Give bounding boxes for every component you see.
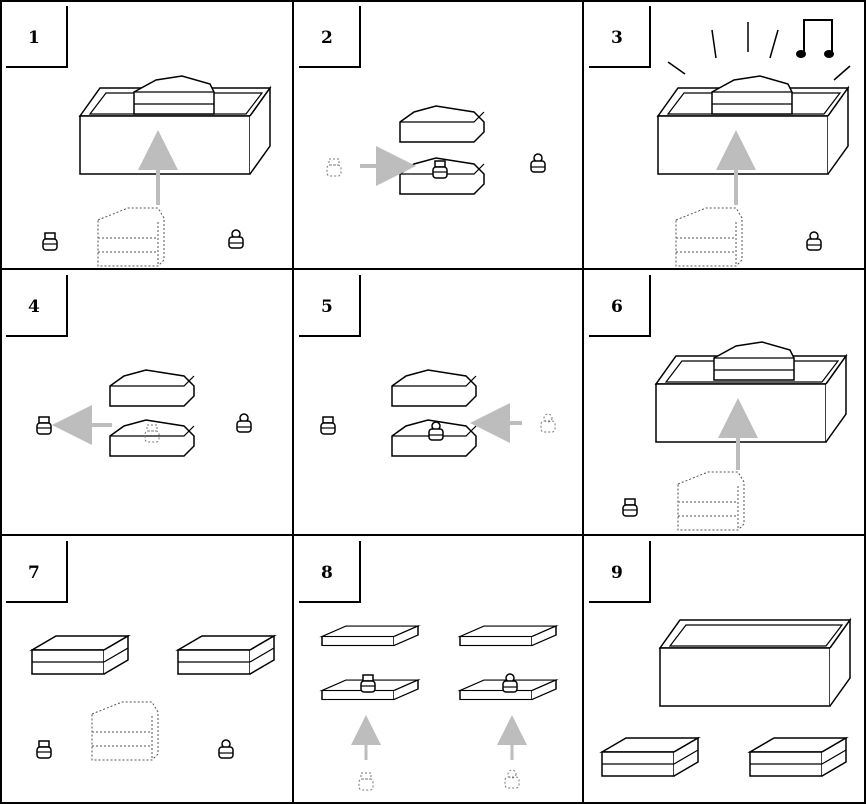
step-number: 1 bbox=[28, 28, 40, 48]
step-number-box: 1 bbox=[6, 6, 68, 68]
step-number-box: 3 bbox=[589, 6, 651, 68]
step-number-box: 2 bbox=[299, 6, 361, 68]
step-number-box: 6 bbox=[589, 275, 651, 337]
step-number: 9 bbox=[611, 563, 623, 583]
step-number: 4 bbox=[28, 297, 40, 317]
step-number: 8 bbox=[321, 563, 333, 583]
step-number-box: 9 bbox=[589, 541, 651, 603]
step-number: 2 bbox=[321, 28, 333, 48]
step-number-box: 7 bbox=[6, 541, 68, 603]
panel-5: 5 bbox=[293, 269, 583, 535]
panel-1: 1 bbox=[0, 0, 293, 269]
step-number: 5 bbox=[321, 297, 333, 317]
panel-6: 6 bbox=[583, 269, 866, 535]
step-number: 6 bbox=[611, 297, 623, 317]
step-number-box: 4 bbox=[6, 275, 68, 337]
panel-4: 4 bbox=[0, 269, 293, 535]
panel-9: 9 bbox=[583, 535, 866, 804]
step-number: 3 bbox=[611, 28, 623, 48]
panel-8: 8 bbox=[293, 535, 583, 804]
panel-2: 2 bbox=[293, 0, 583, 269]
step-number-box: 8 bbox=[299, 541, 361, 603]
step-number-box: 5 bbox=[299, 275, 361, 337]
panel-7: 7 bbox=[0, 535, 293, 804]
step-number: 7 bbox=[28, 563, 40, 583]
panel-3: 3 bbox=[583, 0, 866, 269]
